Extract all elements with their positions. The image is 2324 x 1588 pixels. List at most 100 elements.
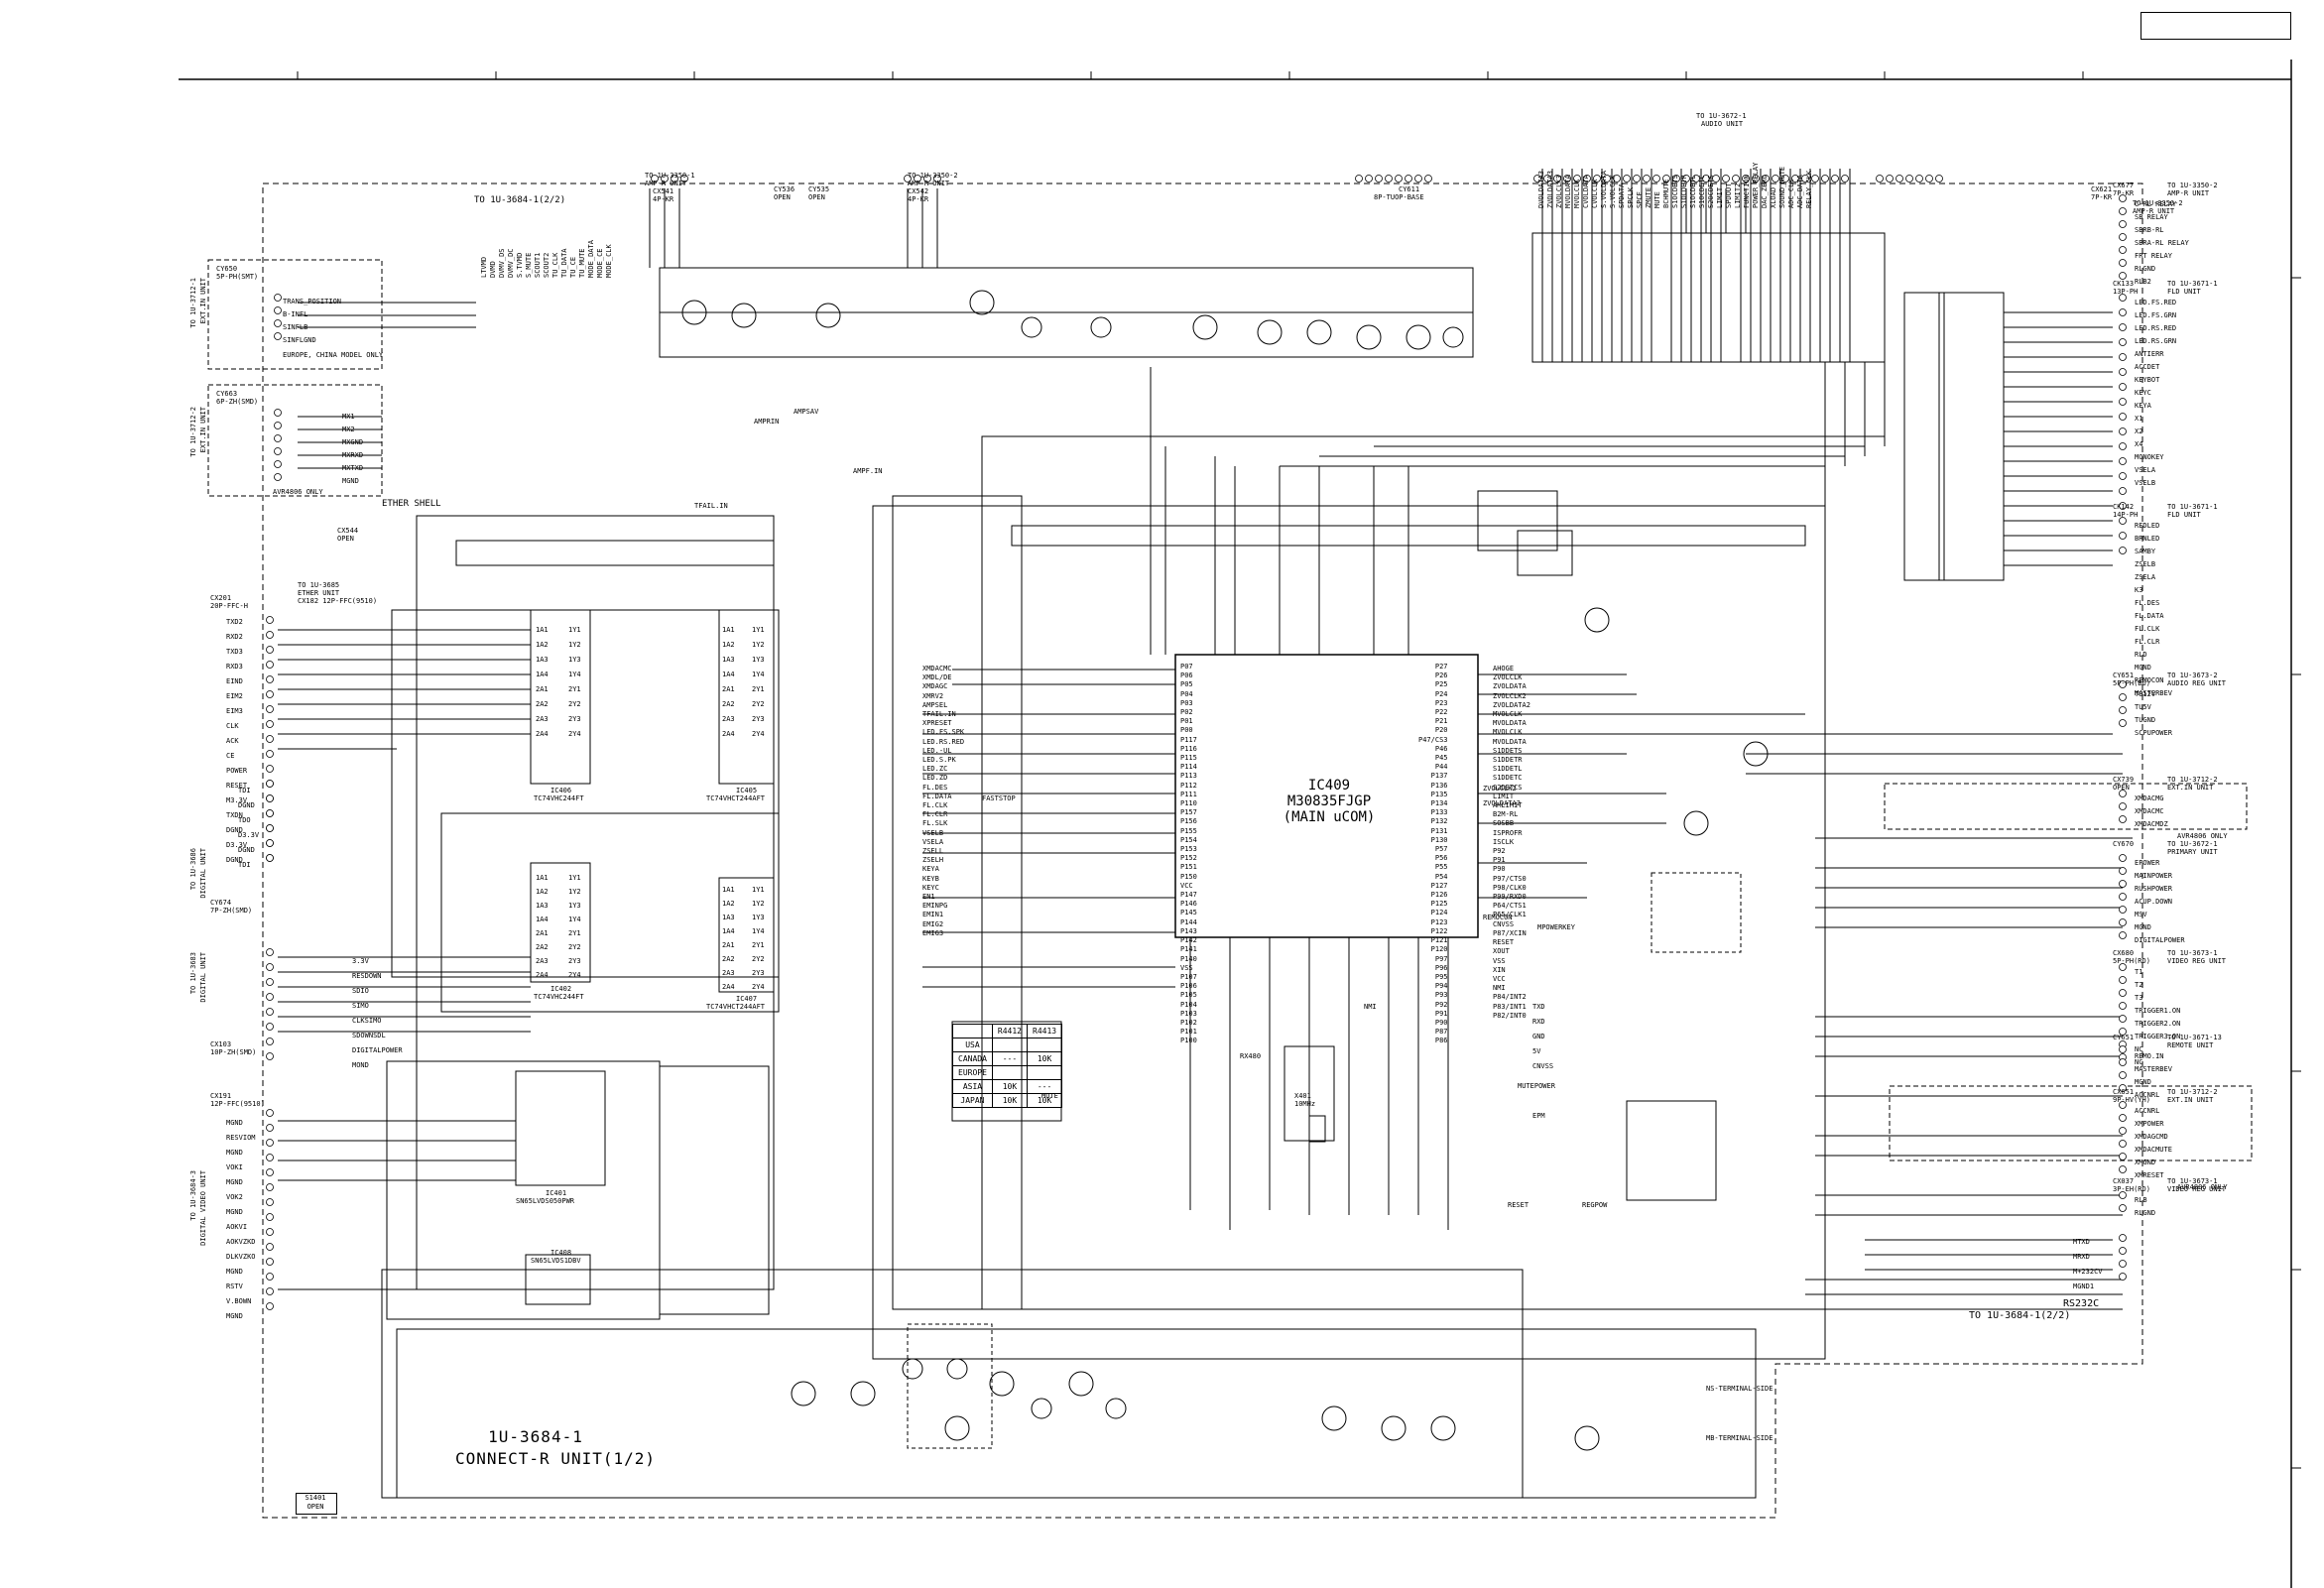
connector-signal: MGND — [226, 1149, 243, 1157]
ic-pin: 1A1 — [536, 626, 549, 634]
ucom-pin: P01 — [1180, 717, 1193, 726]
ucom-signal: P82/INT0 — [1493, 1011, 1527, 1020]
ucom-signal: XIN — [1493, 965, 1506, 974]
top-conn-4-dest: TO 1U-3350-2 — [908, 172, 958, 180]
ucom-signal: P98/CLK0 — [1493, 883, 1527, 892]
misc-label: MUTEPOWER — [1518, 1082, 1555, 1090]
s401-state: OPEN — [306, 1503, 324, 1511]
connector-signal: X2 — [2135, 428, 2143, 435]
ucom-signal: FL.CLR — [922, 810, 948, 819]
s401-ref: S1401 — [305, 1494, 326, 1502]
connector-signal: SDIO — [352, 987, 369, 995]
bus-signal: SOUND_MUTE — [1778, 166, 1786, 208]
bus-signal: SPDATA — [1618, 183, 1626, 208]
connector-dest: TO 1U-3673-1 — [2167, 949, 2218, 957]
ic-pin: 2A2 — [536, 700, 549, 708]
ucom-signal: KEYA — [922, 865, 939, 874]
connector-signal: DIGITALPOWER — [2135, 936, 2185, 944]
ic-pin: 2Y4 — [752, 983, 765, 991]
connector-signal: TRIGGER2.ON — [2135, 1020, 2181, 1028]
ucom-signal: P92 — [1493, 847, 1506, 856]
ic406-part: TC74VHC244FT — [534, 794, 584, 802]
connector-signal: MGND — [226, 1208, 243, 1216]
connector-signal: MX2 — [342, 426, 355, 433]
ucom-signal: SOSBB — [1493, 819, 1515, 828]
ic402-ref: IC402 — [550, 985, 572, 993]
connector-signal: SCPUPOWER — [2135, 729, 2172, 737]
connector-signal: M3.3V — [226, 796, 248, 804]
connector-signal: DGND — [226, 826, 243, 834]
ucom-signal: LED.-UL — [922, 746, 952, 755]
ic405-part: TC74VHCT244AFT — [706, 794, 766, 802]
top-conn-4-dest2: AMP-R UNIT — [908, 180, 950, 187]
ic-pin: 2A3 — [722, 715, 735, 723]
ucom-signal: S1DDETS — [1493, 746, 1523, 755]
ucom-signal: LED.FS.SPK — [922, 728, 965, 737]
cx191-dest2: DIGITAL VIDEO UNIT — [199, 1170, 207, 1246]
ucom-pin: P152 — [1180, 854, 1197, 863]
connector-signal: LED.FS.GRN — [2135, 311, 2177, 319]
ucom-pin: P02 — [1180, 708, 1193, 717]
ic-pin: 2Y4 — [568, 730, 581, 738]
misc-label: ZVOLDATA2 — [1483, 799, 1521, 807]
ucom-pin: P92 — [1434, 1000, 1448, 1009]
bus-signal: S_MUTE — [525, 252, 533, 278]
connector-dest: VIDEO REG UNIT — [2167, 957, 2227, 965]
ucom-pin: P114 — [1180, 763, 1197, 772]
cy663-dest: TO 1U-3712-2 — [189, 407, 197, 457]
connector-dest: TO 1U-3672-1 — [2167, 840, 2218, 848]
bus-signal: S.VOLDATA — [1600, 171, 1608, 208]
ucom-pin: P22 — [1434, 708, 1448, 717]
misc-label: REMOCON — [1483, 914, 1513, 921]
ic-pin: 1Y1 — [568, 626, 581, 634]
ucom-signal: NMI — [1493, 984, 1506, 993]
ucom-pin: P130 — [1430, 835, 1448, 844]
bus-signal: TU_CLK — [551, 252, 559, 278]
ucom-pin: P134 — [1430, 799, 1448, 808]
top-conn-7-dest: TO 1U-3350-2 — [2133, 199, 2183, 207]
region-cell: USA — [952, 1038, 993, 1052]
connector-signal: RSTV — [226, 1283, 243, 1290]
ucom-signal: EMIG2 — [922, 919, 944, 928]
cy674-ref: CY674 — [210, 899, 232, 907]
connector-signal: T3 — [2135, 994, 2143, 1002]
ucom-signal: XMRV2 — [922, 691, 944, 700]
connector-signal: MX1 — [342, 413, 355, 421]
ucom-pin: P144 — [1180, 917, 1197, 926]
connector-signal: SB RELAY — [2135, 213, 2168, 221]
connector-signal: MASTERBEV — [2135, 689, 2172, 697]
ucom-pin: P06 — [1180, 672, 1193, 680]
cx103-dest: TO 1U-3683 — [189, 952, 197, 995]
ucom-signal: KEYB — [922, 874, 939, 883]
ucom-pin: P103 — [1180, 1009, 1197, 1018]
connector-ref: CK133 — [2113, 280, 2135, 288]
ucom-pin: P105 — [1180, 991, 1197, 1000]
bus-signal: SCOUT1 — [534, 252, 542, 278]
connector-signal: X4 — [2135, 440, 2143, 448]
cy663-part: 6P-ZH(SMD) — [216, 398, 259, 406]
ic-pin: 2Y3 — [752, 715, 765, 723]
misc-label: RESET — [1508, 1201, 1529, 1209]
ether-state: OPEN — [337, 535, 354, 543]
ucom-pin: P100 — [1180, 1037, 1197, 1045]
ucom-pin: P140 — [1180, 954, 1197, 963]
connector-dest: TO 1U-3350-2 — [2167, 182, 2218, 189]
connector-signal: RESDOWN — [352, 972, 382, 980]
misc-label: MPOWERKEY — [1537, 923, 1575, 931]
ucom-signal: XOUT — [1493, 947, 1510, 956]
connector-ref: CX677 — [2113, 182, 2135, 189]
connector-signal: XMGND — [2135, 1159, 2156, 1166]
cy650-part: 5P-PH(SMT) — [216, 273, 259, 281]
connector-ref: CX651 — [2113, 1088, 2135, 1096]
ic-pin: 1Y4 — [568, 671, 581, 678]
connector-signal: MGND — [226, 1268, 243, 1276]
connector-signal: POWER — [226, 767, 248, 775]
ucom-pin: P101 — [1180, 1028, 1197, 1037]
ucom-pin: P121 — [1430, 936, 1448, 945]
bus-signal: MVOLCLK — [1573, 179, 1581, 208]
ucom-signal: LED.ZD — [922, 774, 948, 783]
